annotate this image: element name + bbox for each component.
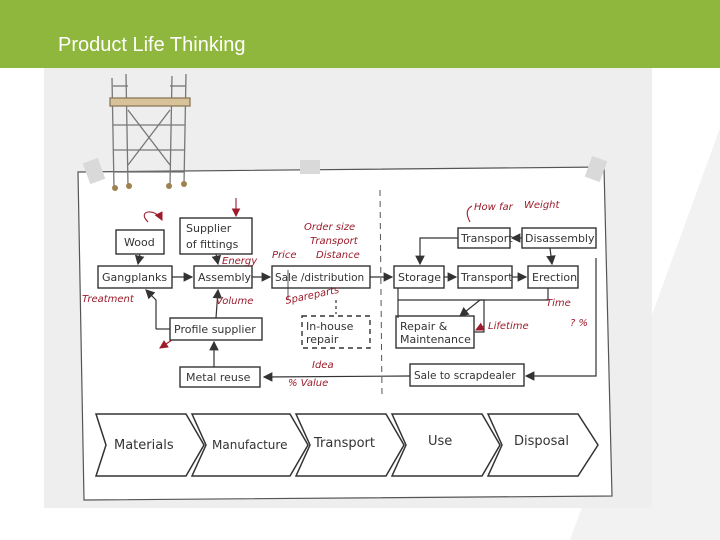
profile-supplier-label: Profile supplier <box>174 323 256 336</box>
phase-transport <box>294 413 405 477</box>
transport-note: Transport <box>310 236 359 247</box>
scrapdealer-box <box>409 363 525 387</box>
energy-note: Energy <box>222 256 258 267</box>
inhouse-repair-box <box>301 315 371 349</box>
percent-note: ? % <box>570 318 588 329</box>
order-size-note: Order size <box>304 222 355 233</box>
phase-label-use: Use <box>428 434 452 449</box>
value-note: % Value <box>288 378 328 389</box>
supplier-label-2: of fittings <box>186 238 239 251</box>
how-far-note: How far <box>474 202 514 213</box>
inhouse-label-2: repair <box>306 333 339 346</box>
disassembly-label: Disassembly <box>525 232 595 245</box>
sale-distribution-label: Sale /distribution <box>275 272 364 284</box>
phase-label-manufacture: Manufacture <box>212 438 287 452</box>
scrapdealer-label: Sale to scrapdealer <box>414 370 516 382</box>
storage-label: Storage <box>398 271 441 284</box>
wood-label: Wood <box>124 236 155 249</box>
tape-piece <box>584 155 608 183</box>
repair-label: Repair & <box>400 320 448 333</box>
volume-note: Volume <box>216 296 253 307</box>
metal-reuse-label: Metal reuse <box>186 371 251 384</box>
tape-piece <box>82 157 106 185</box>
erection-box <box>527 265 579 289</box>
phase-label-transport: Transport <box>313 436 375 451</box>
assembly-label: Assembly <box>198 271 252 284</box>
title-bar: Product Life Thinking <box>0 0 720 68</box>
page-title: Product Life Thinking <box>58 34 246 56</box>
transport-mid-label: Transport <box>460 271 513 284</box>
weight-note: Weight <box>524 200 561 211</box>
lifetime-note: Lifetime <box>488 321 529 332</box>
erection-label: Erection <box>532 271 577 284</box>
repair-label-2: Maintenance <box>400 333 471 346</box>
supplier-label: Supplier <box>186 222 232 235</box>
treatment-note: Treatment <box>82 294 135 305</box>
phase-use <box>390 413 501 477</box>
time-note: Time <box>546 298 571 309</box>
transport-top-label: Transport <box>460 232 513 245</box>
inhouse-label: In-house <box>306 320 354 333</box>
phase-manufacture <box>190 413 309 477</box>
phase-disposal <box>486 413 599 477</box>
price-note: Price <box>272 250 297 261</box>
separator-line <box>379 189 383 397</box>
phase-label-materials: Materials <box>114 438 174 453</box>
distance-note: Distance <box>316 250 360 261</box>
phase-materials <box>94 413 205 477</box>
tape-piece <box>300 160 320 174</box>
metal-reuse-box <box>179 366 261 388</box>
gangplanks-label: Gangplanks <box>102 271 167 284</box>
idea-note: Idea <box>312 360 334 371</box>
phase-label-disposal: Disposal <box>514 434 569 449</box>
scaffold-illustration <box>109 73 191 191</box>
phase-arrows <box>94 413 599 477</box>
